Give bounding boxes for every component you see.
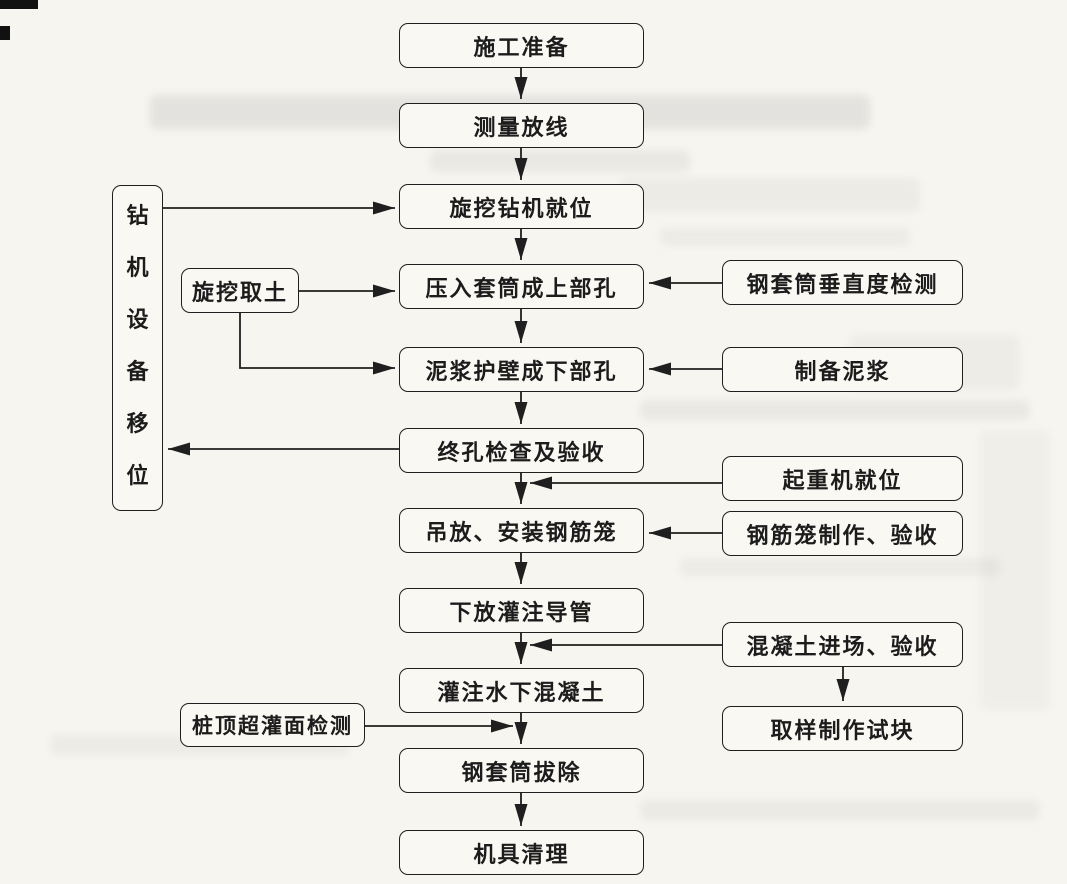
node-casing-press-upper-hole: 压入套筒成上部孔 xyxy=(399,264,644,309)
scan-artifact xyxy=(680,558,1000,576)
node-construction-preparation: 施工准备 xyxy=(399,23,644,68)
scan-artifact xyxy=(430,150,690,172)
node-pile-top-overpour-check: 桩顶超灌面检测 xyxy=(180,703,365,747)
node-casing-verticality-check: 钢套筒垂直度检测 xyxy=(722,260,963,305)
node-final-hole-inspection: 终孔检查及验收 xyxy=(399,428,644,473)
node-cage-hoist-install: 吊放、安装钢筋笼 xyxy=(399,508,644,553)
node-survey-layout: 测量放线 xyxy=(399,103,644,148)
scan-artifact xyxy=(640,800,1040,820)
node-crane-positioning: 起重机就位 xyxy=(722,456,963,501)
node-rotary-excavation: 旋挖取土 xyxy=(181,268,299,313)
arrow-excavation-to-mudwall xyxy=(239,313,395,375)
scan-artifact xyxy=(660,228,910,246)
node-steel-casing-removal: 钢套筒拔除 xyxy=(399,748,644,793)
node-rig-positioning: 旋挖钻机就位 xyxy=(399,184,644,229)
scan-artifact xyxy=(620,178,920,212)
node-sample-test-blocks: 取样制作试块 xyxy=(722,706,963,751)
node-equipment-cleanup: 机具清理 xyxy=(399,830,644,875)
rig-relocation-label: 钻机设备移位 xyxy=(126,203,149,488)
node-mud-wall-lower-hole: 泥浆护壁成下部孔 xyxy=(399,347,644,392)
node-concrete-arrival-acceptance: 混凝土进场、验收 xyxy=(722,622,963,667)
scan-artifact xyxy=(640,400,1030,420)
scan-corner-mark xyxy=(0,0,38,9)
scan-corner-mark xyxy=(0,26,10,40)
scan-artifact xyxy=(980,430,1050,710)
node-mud-preparation: 制备泥浆 xyxy=(722,347,963,392)
node-cage-fabrication-acceptance: 钢筋笼制作、验收 xyxy=(722,511,963,556)
node-rig-relocation: 钻机设备移位 xyxy=(112,185,163,511)
node-tremie-pipe-lowering: 下放灌注导管 xyxy=(399,588,644,633)
node-underwater-concrete-pour: 灌注水下混凝土 xyxy=(399,668,644,713)
